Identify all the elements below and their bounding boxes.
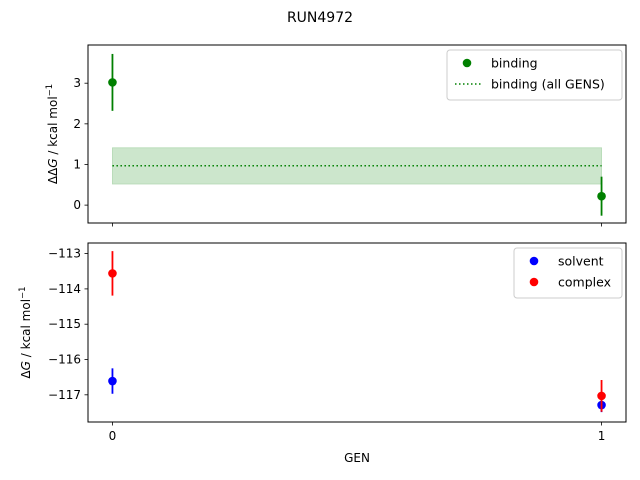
axes-frame	[87, 242, 627, 423]
y-axis-label: ΔG / kcal mol−1	[18, 286, 33, 378]
y-label-delta: ΔΔ	[46, 167, 60, 184]
legend-box	[446, 49, 623, 101]
y-label-var: G	[46, 158, 60, 167]
legend-box	[513, 247, 623, 299]
y-tick-label: 3	[73, 76, 81, 90]
y-tick-label: −114	[48, 282, 81, 296]
bottom-panel: −113 −114 −115 −116 −117 0 1 ΔG / kcal mol−1 sol…	[18, 242, 627, 443]
y-tick-label: −113	[48, 247, 81, 261]
legend-marker	[529, 277, 539, 287]
data-point	[108, 269, 117, 278]
y-tick-label: −116	[48, 353, 81, 367]
legend-label: binding	[491, 56, 538, 71]
data-point	[597, 191, 606, 201]
y-tick-label: 0	[73, 198, 81, 212]
legend-marker	[529, 256, 539, 266]
x-tick-label: 1	[598, 429, 606, 443]
legend-label: complex	[558, 275, 611, 290]
x-tick-label: 0	[109, 429, 117, 443]
data-point	[597, 391, 606, 401]
y-label-unit: / kcal mol	[46, 96, 60, 158]
x-axis-label: GEN	[344, 451, 370, 465]
y-label-var: G	[19, 361, 33, 370]
data-point	[108, 376, 117, 386]
y-tick-label: −117	[48, 388, 81, 402]
y-tick-label: −115	[48, 317, 81, 331]
legend-marker	[462, 58, 472, 68]
axes-frame	[87, 44, 627, 224]
legend: solvent complex	[513, 247, 623, 299]
y-label-exp: −1	[45, 84, 55, 97]
y-tick-label: 2	[73, 117, 81, 131]
y-label-delta: Δ	[19, 370, 33, 379]
legend-label: solvent	[558, 254, 604, 269]
y-label-exp: −1	[18, 286, 28, 299]
y-label-unit: / kcal mol	[19, 299, 33, 361]
data-point	[108, 78, 117, 87]
legend: binding binding (all GENS)	[446, 49, 623, 101]
y-tick-label: 1	[73, 157, 81, 171]
chart-title: RUN4972	[287, 10, 353, 26]
legend-label: binding (all GENS)	[491, 77, 605, 92]
y-axis-label: ΔΔG / kcal mol−1	[45, 84, 60, 184]
